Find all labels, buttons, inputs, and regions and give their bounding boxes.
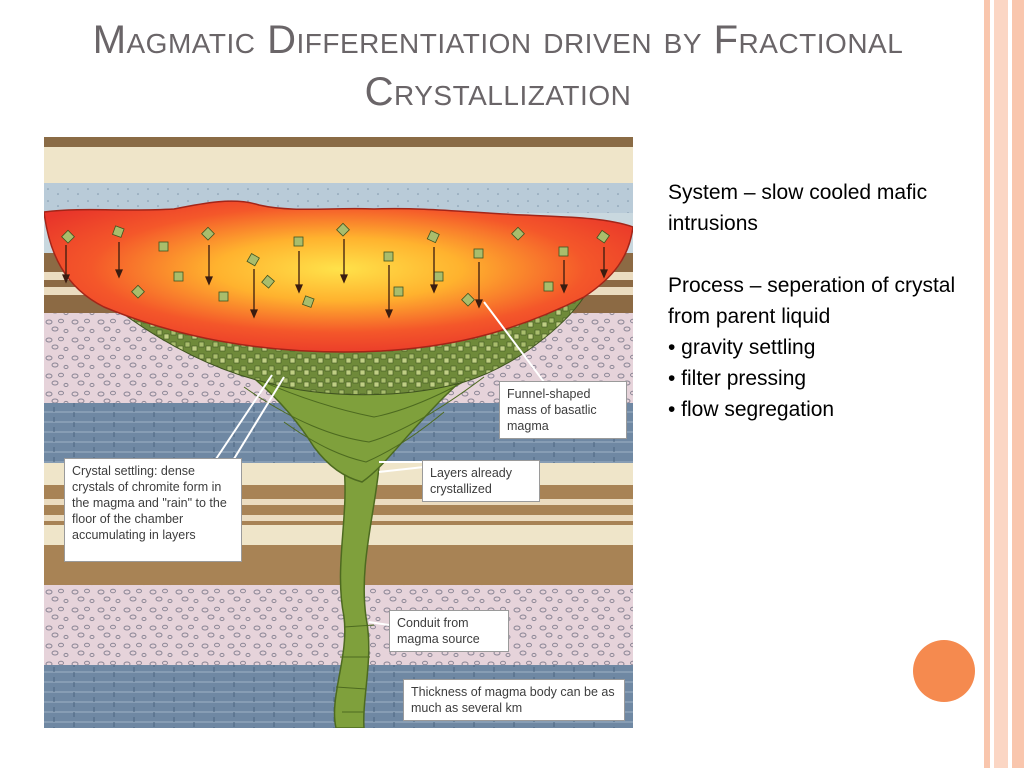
- callout-layers-crystallized: Layers already crystallized: [422, 460, 540, 502]
- callout-funnel: Funnel-shaped mass of basatlic magma: [499, 381, 627, 439]
- magma-chamber: [44, 200, 633, 353]
- slide-title: Magmatic Differentiation driven by Fract…: [92, 18, 904, 114]
- conduit: [333, 466, 380, 728]
- magma-chamber-figure: Funnel-shaped mass of basatlic magma Cry…: [44, 137, 633, 728]
- decorative-stripe: [984, 0, 990, 768]
- decorative-stripe: [994, 0, 1008, 768]
- callout-conduit: Conduit from magma source: [389, 610, 509, 652]
- decorative-stripe: [1012, 0, 1024, 768]
- callout-crystal-settling: Crystal settling: dense crystals of chro…: [64, 458, 242, 562]
- bullet-item: • flow segregation: [668, 398, 835, 421]
- callout-thickness: Thickness of magma body can be as much a…: [403, 679, 625, 721]
- system-text: System – slow cooled mafic intrusions: [668, 181, 928, 235]
- decorative-orange-circle: [913, 640, 975, 702]
- bullet-item: • filter pressing: [668, 367, 807, 390]
- process-text: Process – seperation of crystal from par…: [668, 274, 956, 328]
- bullet-item: • gravity settling: [668, 336, 816, 359]
- slide-body: System – slow cooled mafic intrusions Pr…: [668, 177, 968, 425]
